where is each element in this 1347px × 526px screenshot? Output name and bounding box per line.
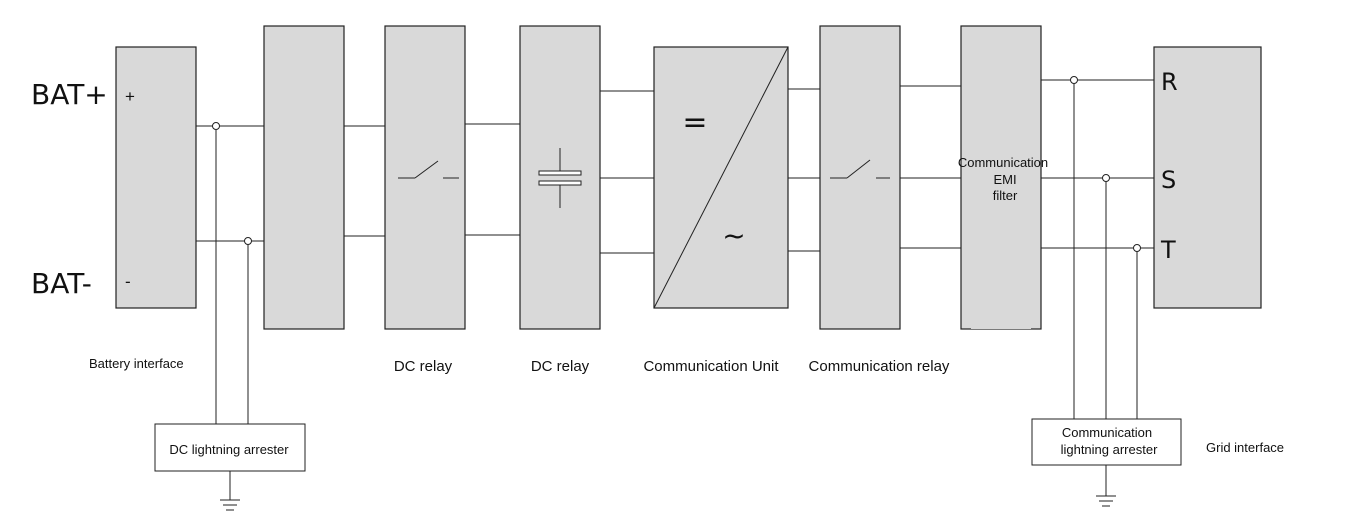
- bat-minus-label: BAT-: [31, 267, 92, 300]
- ac-symbol: ~: [722, 219, 745, 252]
- communication-relay-label: Communication relay: [809, 358, 950, 375]
- comm-lightning-arrester-box: [1031, 418, 1182, 466]
- phase-r-label: R: [1161, 68, 1178, 96]
- ground-icon: [1096, 465, 1116, 507]
- emi-filter-label-line2: EMI: [993, 172, 1016, 187]
- emi-filter-block: [960, 25, 1042, 330]
- junction-node: [1102, 174, 1110, 182]
- battery-interface-label: Battery interface: [89, 356, 184, 371]
- battery-interface-block: [115, 46, 197, 309]
- dc-relay-label-1: DC relay: [394, 358, 453, 375]
- grid-interface-block: [1153, 46, 1262, 309]
- dc-symbol: =: [682, 105, 707, 140]
- comm-arrester-label-line1: Communication: [1062, 425, 1152, 440]
- emi-filter-label-line3: filter: [993, 188, 1018, 203]
- junction-node: [212, 122, 220, 130]
- ground-icon: [220, 471, 240, 511]
- emi-filter-label-line1: Communication: [958, 155, 1048, 170]
- filter-block: [263, 25, 345, 330]
- minus-sign: -: [125, 272, 131, 291]
- relay-switch-icon: [398, 160, 459, 179]
- comm-arrester-label-line2: lightning arrester: [1061, 442, 1158, 457]
- grid-interface-label: Grid interface: [1206, 440, 1284, 455]
- junction-node: [244, 237, 252, 245]
- bat-plus-label: BAT+: [31, 78, 108, 111]
- dc-relay-block-2: [519, 25, 601, 330]
- junction-node: [1133, 244, 1141, 252]
- dc-lightning-arrester-label: DC lightning arrester: [169, 442, 289, 457]
- dc-relay-label-2: DC relay: [531, 358, 590, 375]
- inverter-diagonal: [653, 46, 789, 309]
- phase-t-label: T: [1160, 236, 1176, 264]
- phase-s-label: S: [1161, 166, 1176, 194]
- junction-node: [1070, 76, 1078, 84]
- relay-switch-icon: [830, 159, 890, 179]
- plus-sign: +: [125, 87, 135, 106]
- communication-unit-label: Communication Unit: [643, 358, 779, 375]
- capacitor-icon: [538, 148, 582, 208]
- dc-lightning-arrester-box: [154, 423, 306, 472]
